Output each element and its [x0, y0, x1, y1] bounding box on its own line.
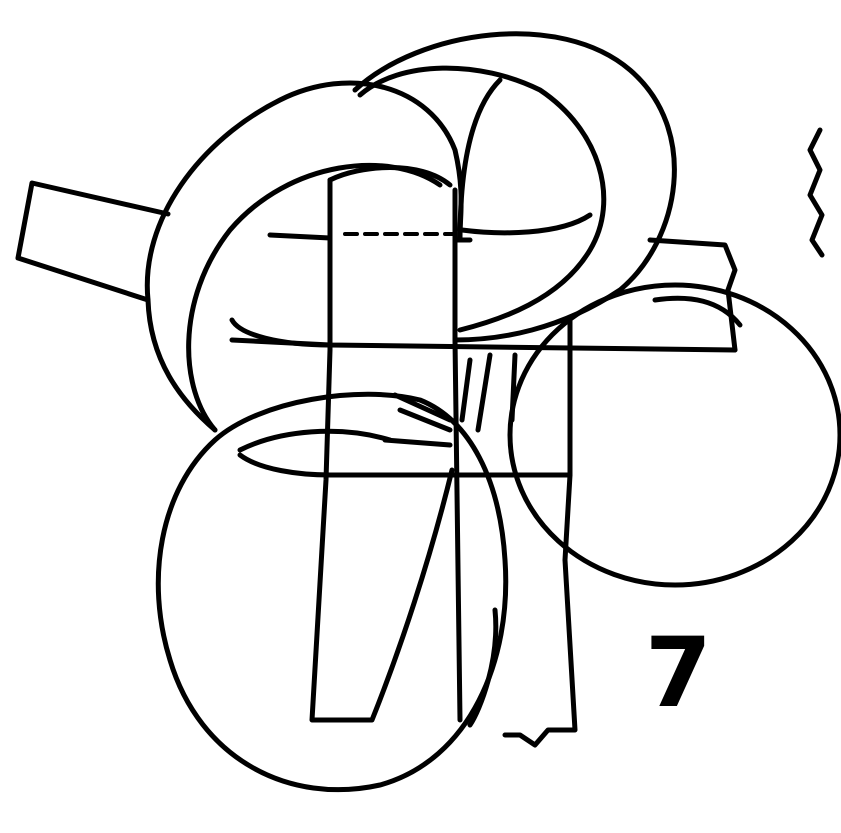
lower-left-ring-inner [240, 431, 390, 450]
lower-left-ring [158, 394, 505, 789]
edge-squiggle [810, 130, 822, 255]
upper-right-fold [462, 215, 590, 233]
upper-left-loop-tail [148, 300, 215, 430]
vertical-strip-center [455, 190, 460, 720]
right-ring [510, 285, 840, 585]
upper-left-loop-inner [189, 165, 440, 430]
lower-band [240, 455, 570, 475]
inner-arch [460, 80, 500, 240]
upper-left-loop [147, 83, 461, 300]
step-number: 7 [645, 625, 712, 721]
inner-gathers [385, 355, 515, 445]
vertical-strip-left [312, 180, 452, 720]
right-torn-strip [650, 240, 735, 350]
